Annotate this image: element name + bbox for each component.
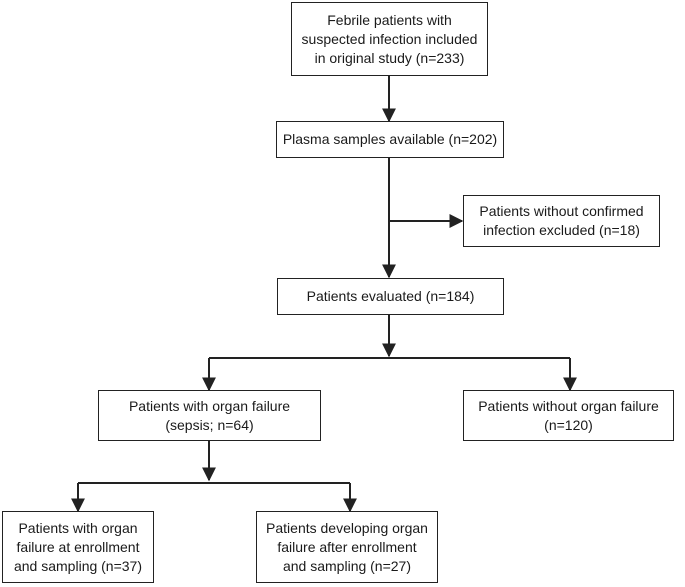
box-failure-after-enrollment: Patients developing organ failure after … bbox=[256, 511, 438, 583]
box-evaluated: Patients evaluated (n=184) bbox=[277, 278, 504, 315]
box-failure-at-enrollment: Patients with organ failure at enrollmen… bbox=[2, 511, 154, 583]
box-no-organ-failure: Patients without organ failure (n=120) bbox=[463, 390, 674, 441]
box-plasma-available: Plasma samples available (n=202) bbox=[276, 121, 504, 158]
box-original-study: Febrile patients with suspected infectio… bbox=[291, 2, 488, 76]
box-excluded: Patients without confirmed infection exc… bbox=[463, 195, 660, 247]
box-organ-failure: Patients with organ failure (sepsis; n=6… bbox=[98, 390, 321, 441]
